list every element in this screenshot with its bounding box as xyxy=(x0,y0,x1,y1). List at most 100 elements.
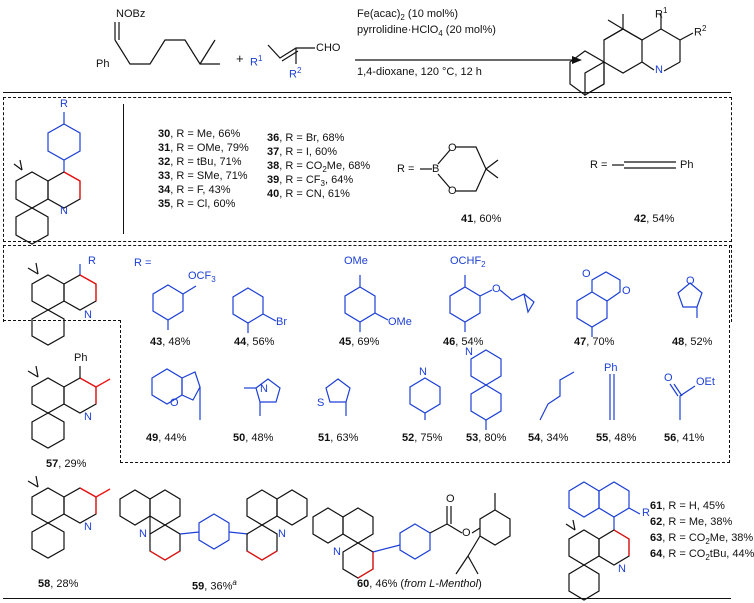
section-1-divider xyxy=(123,104,124,234)
compound-55-label: 55, 48% xyxy=(596,432,637,444)
r2-label: R2 xyxy=(289,66,302,81)
sub-44-br: Br xyxy=(276,316,287,328)
c41-r-eq: R = xyxy=(397,163,415,175)
c61-n: N xyxy=(618,563,626,575)
compound-31: 31, R = OMe, 79% xyxy=(158,142,249,154)
sub-45-ome1: OMe xyxy=(344,255,368,267)
compound-59-label: 59, 36%a xyxy=(192,578,237,593)
sub-51-s: S xyxy=(317,397,325,409)
section-1-n: N xyxy=(60,205,68,217)
compound-40: 40, R = CN, 61% xyxy=(267,188,350,200)
sub-50-n: N xyxy=(260,383,268,395)
compound-30: 30, R = Me, 66% xyxy=(158,128,241,140)
r1-label: R1 xyxy=(250,54,263,69)
compound-45-label: 45, 69% xyxy=(339,336,380,348)
c59-n2: N xyxy=(278,528,286,540)
product-r1: R1 xyxy=(655,6,668,21)
compound-38: 38, R = CO2Me, 68% xyxy=(267,160,371,175)
compound-47-label: 47, 70% xyxy=(574,336,615,348)
sub-45-ome2: OMe xyxy=(388,316,412,328)
c59-n1: N xyxy=(139,528,147,540)
compound-64: 64, R = CO2tBu, 44% xyxy=(650,548,754,563)
sub-48-o: O xyxy=(686,275,695,287)
separator-line xyxy=(3,92,731,93)
compound-60-label: 60, 46% (from L-Menthol) xyxy=(357,578,482,590)
compound-56-label: 56, 41% xyxy=(664,432,705,444)
compound-39: 39, R = CF3, 64% xyxy=(267,174,354,189)
compound-34: 34, R = F, 43% xyxy=(158,184,231,196)
sub-56-o: O xyxy=(664,372,673,384)
sub-56-oet: OEt xyxy=(696,376,715,388)
compound-46-label: 46, 54% xyxy=(443,336,484,348)
c41-o2: O xyxy=(448,185,457,197)
c42-r-eq: R = xyxy=(590,159,608,171)
section-2-substituents-row-2 xyxy=(151,349,696,430)
c61-r: R xyxy=(642,507,650,519)
compound-58-label: 58, 28% xyxy=(38,578,79,590)
sub-52-n: N xyxy=(419,366,427,378)
compound-59-structure xyxy=(119,489,308,561)
noBz-label: NOBz xyxy=(116,8,146,20)
product-structure xyxy=(569,14,694,97)
product-r2: R2 xyxy=(694,24,707,39)
compound-51-label: 51, 63% xyxy=(318,432,359,444)
c60-o1: O xyxy=(446,493,455,505)
section-2-mid-line xyxy=(3,320,121,321)
compound-49-label: 49, 44% xyxy=(146,432,187,444)
compound-58-structure xyxy=(27,475,111,559)
compound-57-label: 57, 29% xyxy=(46,458,87,470)
c60-n: N xyxy=(333,546,341,558)
cho-label: CHO xyxy=(316,42,341,54)
section-1-r: R xyxy=(60,98,68,110)
compound-61-64-structure xyxy=(565,481,641,601)
compound-63: 63, R = CO2Me, 38% xyxy=(650,532,754,547)
compound-48-label: 48, 52% xyxy=(672,336,713,348)
compound-36: 36, R = Br, 68% xyxy=(267,132,345,144)
condition-line-3: 1,4-dioxane, 120 °C, 12 h xyxy=(357,66,482,78)
section-2-n: N xyxy=(84,309,92,321)
sub-49-o: O xyxy=(170,397,179,409)
compound-50-label: 50, 48% xyxy=(233,432,274,444)
c41-b: B xyxy=(432,163,440,175)
condition-line-2: pyrrolidine·HClO4 (20 mol%) xyxy=(357,24,496,39)
section-2-right-line xyxy=(729,245,730,463)
compound-43-label: 43, 48% xyxy=(150,336,191,348)
plus-sign: + xyxy=(236,51,244,66)
compound-61: 61, R = H, 45% xyxy=(650,500,725,512)
compound-53-label: 53, 80% xyxy=(466,432,507,444)
section-2-bottom-line xyxy=(120,462,730,463)
compound-42-label: 42, 54% xyxy=(634,213,675,225)
sub-46-ochf2: OCHF2 xyxy=(450,255,486,270)
section-2-left-line xyxy=(120,320,121,463)
sub-47-o2: O xyxy=(622,285,631,297)
compound-52-label: 52, 75% xyxy=(402,432,443,444)
compound-41-structure xyxy=(420,146,676,192)
section-2-r-eq: R = xyxy=(134,257,152,269)
compound-62: 62, R = Me, 38% xyxy=(650,516,733,528)
section-2-core-structure xyxy=(27,262,97,346)
compound-37: 37, R = I, 60% xyxy=(267,146,338,158)
c41-o1: O xyxy=(448,142,457,154)
compound-60-structure xyxy=(312,493,511,579)
section-2-box-top xyxy=(3,245,732,322)
sub-53-n: N xyxy=(465,346,473,358)
condition-line-1: Fe(acac)2 (10 mol%) xyxy=(357,8,459,23)
compound-44-label: 44, 56% xyxy=(234,336,275,348)
c42-ph: Ph xyxy=(680,159,694,171)
sub-43-ocf3: OCF3 xyxy=(188,270,216,285)
compound-54-label: 54, 34% xyxy=(528,432,569,444)
c57-ph: Ph xyxy=(74,352,88,364)
compound-33: 33, R = SMe, 71% xyxy=(158,170,248,182)
bottom-rule xyxy=(3,598,731,599)
section-1-core-structure xyxy=(13,112,81,245)
sub-46-o: O xyxy=(492,283,501,295)
section-1-box xyxy=(3,97,732,242)
compound-35: 35, R = Cl, 60% xyxy=(158,198,236,210)
compound-32: 32, R = tBu, 71% xyxy=(158,156,242,168)
product-n: N xyxy=(655,64,663,76)
sub-55-ph: Ph xyxy=(604,362,618,374)
c58-n: N xyxy=(84,521,92,533)
sub-47-o1: O xyxy=(582,268,591,280)
section-2-r: R xyxy=(88,255,96,267)
ph-label: Ph xyxy=(96,58,110,70)
